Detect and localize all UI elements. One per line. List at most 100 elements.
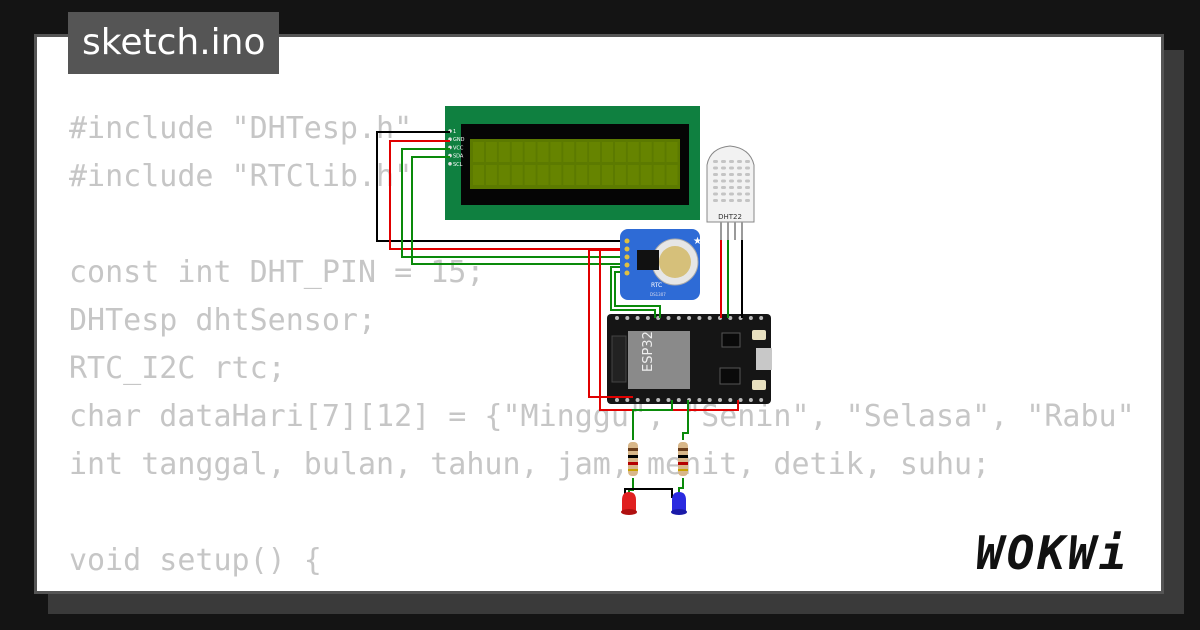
dht-hole	[721, 192, 726, 196]
lcd-cell	[576, 165, 588, 185]
esp32-pin	[635, 398, 640, 402]
led-red-body	[622, 492, 636, 512]
wire-red	[389, 140, 620, 250]
esp32-pin	[728, 316, 733, 320]
lcd-cell	[563, 142, 575, 162]
dht-hole	[745, 186, 750, 189]
lcd-pin-label: GND	[453, 137, 465, 143]
lcd-pin-label: 1	[453, 129, 456, 135]
wire-red	[588, 249, 633, 398]
lcd-cell	[614, 165, 626, 185]
lcd-cell	[627, 165, 639, 185]
dht-hole	[745, 199, 750, 202]
dht-hole	[721, 199, 726, 202]
usb-port	[756, 348, 772, 370]
dht-hole	[737, 179, 742, 183]
resistor-red-led[interactable]	[628, 442, 638, 476]
esp32-pin	[615, 316, 619, 320]
code-line: #include "RTClib.h"	[69, 159, 413, 194]
lcd-cell	[666, 165, 678, 185]
dht-hole	[729, 179, 734, 183]
lcd-pin-label: SDA	[453, 154, 464, 160]
dht-vent-holes	[713, 160, 750, 202]
esp32-pin	[707, 398, 712, 402]
lcd-cell	[537, 165, 549, 185]
lcd-cell	[498, 142, 510, 162]
dht-hole	[737, 192, 742, 196]
reset-button	[752, 380, 766, 390]
esp32-antenna	[611, 335, 627, 383]
dht-hole	[745, 192, 750, 196]
file-tab[interactable]: sketch.ino	[68, 12, 280, 74]
lcd-cell	[614, 142, 626, 162]
esp32-pin	[625, 316, 630, 320]
dht-label: DHT22	[718, 213, 742, 221]
regulator	[719, 367, 741, 385]
code-line: void setup() {	[69, 543, 322, 578]
lcd-cell	[666, 142, 678, 162]
dht-hole	[721, 160, 726, 163]
dht-hole	[737, 199, 742, 202]
lcd-cell	[537, 142, 549, 162]
dht-hole	[713, 199, 718, 202]
blue-led[interactable]	[671, 492, 687, 515]
esp32-pin	[707, 316, 712, 320]
lcd-cell	[550, 142, 562, 162]
dht-hole	[745, 166, 750, 170]
esp32-shield	[628, 331, 690, 389]
code-line: #include "DHTesp.h"	[69, 111, 413, 146]
dht-hole	[737, 173, 742, 176]
esp32-pin	[615, 398, 619, 402]
dht-hole	[745, 160, 750, 163]
lcd-cell	[602, 142, 613, 162]
code-preview: #include "DHTesp.h"#include "RTClib.h"co…	[69, 105, 1134, 591]
wokwi-logo[interactable]: WOKWi	[976, 526, 1130, 580]
lcd-cell	[550, 165, 562, 185]
esp32-pin	[645, 398, 650, 402]
lcd-cell	[627, 142, 639, 162]
dht-hole	[713, 179, 718, 183]
dht-hole	[721, 166, 726, 170]
lcd-pin	[448, 162, 452, 166]
dht-hole	[721, 173, 726, 176]
red-led[interactable]	[621, 492, 637, 515]
dht22-sensor[interactable]: DHT22	[706, 145, 755, 240]
rtc-pin	[624, 262, 630, 268]
dht-body	[706, 145, 755, 223]
rtc-module[interactable]: ★ RTC DS1307	[620, 229, 702, 300]
lcd-cell	[576, 142, 588, 162]
lcd-cell	[485, 165, 497, 185]
lcd-cell	[473, 165, 484, 185]
lcd-character-grid	[473, 142, 678, 185]
rtc-chip	[637, 250, 659, 270]
dht-hole	[729, 166, 734, 170]
dht-hole	[713, 173, 718, 176]
rtc-chip-label: DS1307	[650, 292, 666, 297]
esp32-pin	[748, 398, 753, 402]
wire-green	[682, 400, 689, 440]
dht-hole	[713, 160, 718, 163]
esp32-board[interactable]: ESP32	[607, 314, 772, 404]
lcd-cell	[511, 165, 523, 185]
esp32-pin	[656, 398, 661, 402]
esp32-pin	[625, 398, 630, 402]
led-blue-body	[672, 492, 686, 512]
code-line: RTC_I2C rtc;	[69, 351, 286, 386]
esp32-pin	[635, 316, 640, 320]
lcd-cell	[589, 142, 601, 162]
lcd-cell	[473, 142, 484, 162]
esp32-pin	[645, 316, 650, 320]
dht-hole	[729, 173, 734, 176]
dht-hole	[737, 166, 742, 170]
esp32-pin	[697, 316, 702, 320]
resistor-blue-led[interactable]	[678, 442, 688, 476]
esp32-pin	[748, 316, 753, 320]
code-line: char dataHari[7][12] = {"Minggu", "Senin…	[69, 399, 1134, 434]
esp32-pin	[759, 398, 764, 402]
lcd-cell	[653, 142, 665, 162]
code-line: DHTesp dhtSensor;	[69, 303, 377, 338]
esp32-pin	[728, 398, 733, 402]
dht-hole	[745, 173, 750, 176]
lcd-cell	[524, 165, 536, 185]
